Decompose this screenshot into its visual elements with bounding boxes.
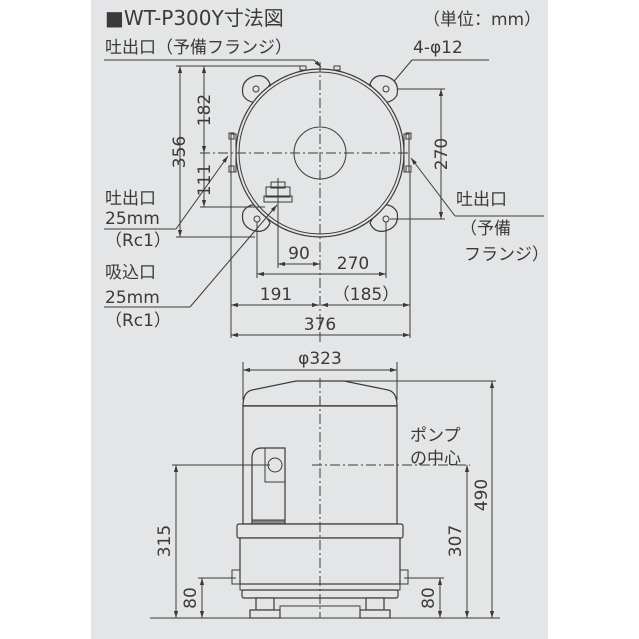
label-pump-center-1: ポンプ (410, 426, 461, 446)
label-suction-1: 吸込口 (105, 263, 156, 283)
label-discharge-left-1: 吐出口 (105, 189, 156, 209)
dim-80-left: 80 (181, 587, 201, 609)
dim-80-right: 80 (419, 587, 439, 609)
dim-315: 315 (155, 525, 175, 557)
dim-356: 356 (170, 136, 190, 168)
suction-fitting (263, 178, 293, 208)
label-suction-3: （Rc1） (105, 311, 171, 331)
suction-pipe (251, 447, 286, 526)
dim-191: 191 (260, 285, 292, 305)
dim-376: 376 (304, 315, 336, 335)
label-discharge-spare-right-3: フランジ） (464, 245, 549, 265)
dim-182: 182 (195, 94, 215, 126)
unit-label: （単位：mm） (423, 10, 541, 30)
label-discharge-left-2: 25mm (105, 209, 160, 229)
dim-185: （185） (333, 285, 399, 305)
dim-diameter-323: φ323 (298, 349, 342, 369)
top-view: 吐出口（予備フランジ） 4-φ12 (104, 38, 549, 342)
side-view: φ323 315 (150, 349, 500, 619)
dim-270-vertical: 270 (432, 138, 452, 170)
label-discharge-spare-right-1: 吐出口 (456, 190, 507, 210)
label-discharge-left-3: （Rc1） (105, 231, 171, 251)
label-discharge-spare-top: 吐出口（予備フランジ） (105, 38, 292, 58)
drawing-title: ■WT-P300Y寸法図 (105, 6, 284, 30)
dim-111: 111 (195, 164, 215, 196)
label-bolt-holes: 4-φ12 (413, 38, 463, 58)
dim-307: 307 (446, 525, 466, 557)
label-pump-center-2: の中心 (410, 449, 461, 469)
dim-270-horizontal: 270 (337, 254, 369, 274)
dim-490: 490 (472, 479, 492, 511)
label-discharge-spare-right-2: （予備 (460, 219, 511, 239)
dim-90: 90 (288, 244, 310, 264)
label-suction-2: 25mm (105, 288, 160, 308)
